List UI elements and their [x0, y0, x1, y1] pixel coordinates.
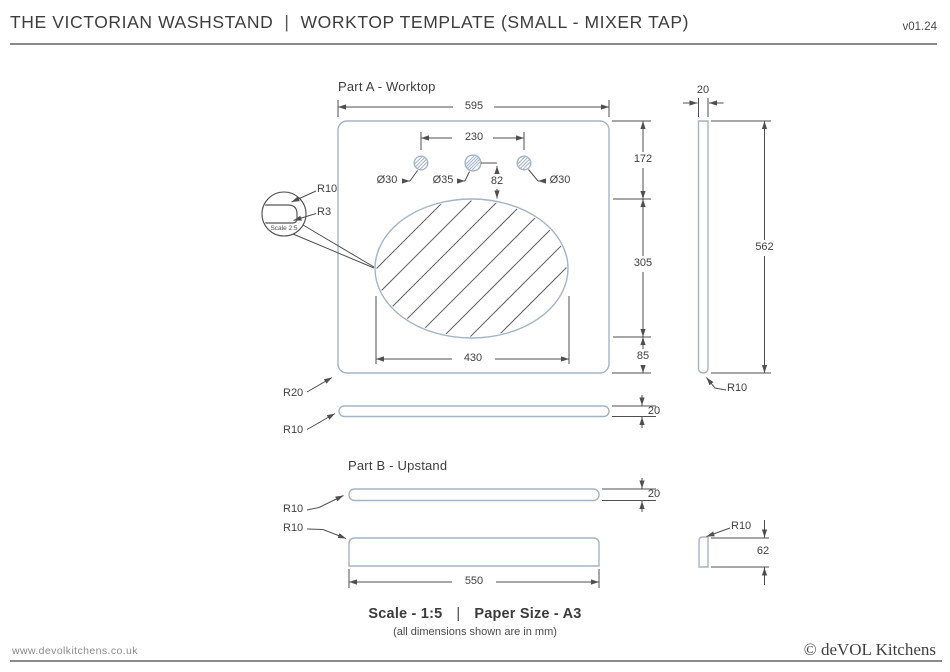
copyright-label: © deVOL Kitchens: [803, 640, 936, 659]
footer-divider-line: [10, 660, 942, 662]
upstand-side-profile: [698, 536, 709, 568]
dim-back-to-sink: 172: [633, 153, 653, 165]
worktop-edge-view: [338, 405, 610, 418]
dim-upstand-length: 550: [464, 575, 484, 587]
dim-sink-depth: 305: [633, 257, 653, 269]
label-profile-bottom-radius: R10: [727, 382, 748, 394]
label-detail-radius-top: R10: [317, 183, 338, 195]
dim-sink-width: 430: [463, 352, 483, 364]
dimension-lines: [291, 98, 771, 588]
label-bar-end-radius: R10: [283, 424, 304, 436]
part-b-title: Part B - Upstand: [348, 458, 448, 473]
dim-sink-to-front: 85: [636, 350, 650, 362]
detail-circle: [261, 191, 307, 237]
label-upstand-profile-radius: R10: [731, 520, 752, 532]
page-title-product: THE VICTORIAN WASHSTAND: [10, 12, 274, 32]
label-upstand-corner-radius: R10: [283, 522, 304, 534]
label-detail-scale: Scale 2:5: [270, 225, 298, 232]
label-detail-radius-bottom: R3: [317, 206, 332, 218]
label-hole-right-diameter: Ø30: [549, 174, 571, 186]
label-corner-radius: R20: [283, 387, 304, 399]
scale-label: Scale - 1:5: [368, 606, 443, 622]
header-divider-line: [10, 43, 937, 45]
dim-hole-spacing: 230: [464, 131, 484, 143]
dim-bar-thickness-b: 20: [647, 488, 661, 500]
dim-upstand-height: 62: [756, 545, 770, 557]
edge-profile-detail: [263, 204, 298, 224]
dim-hole-to-sink: 82: [490, 175, 504, 187]
worktop-side-profile: [697, 120, 709, 374]
page-title-doc: WORKTOP TEMPLATE (SMALL - MIXER TAP): [300, 12, 690, 32]
paper-size-label: Paper Size - A3: [474, 606, 582, 622]
label-hole-middle-diameter: Ø35: [432, 174, 454, 186]
part-a-title: Part A - Worktop: [338, 79, 436, 94]
label-hole-left-diameter: Ø30: [376, 174, 398, 186]
upstand-top-view: [348, 488, 600, 502]
version-label: v01.24: [902, 21, 937, 33]
page-title: THE VICTORIAN WASHSTAND | WORKTOP TEMPLATE…: [10, 12, 689, 33]
dimensions-note: (all dimensions shown are in mm): [393, 626, 557, 638]
dim-bar-thickness-a: 20: [647, 405, 661, 417]
title-divider: |: [284, 12, 290, 32]
upstand-front-view: [348, 537, 600, 567]
dim-worktop-width: 595: [464, 100, 484, 112]
label-upstand-end-radius: R10: [283, 503, 304, 515]
tap-hole-right: [516, 155, 532, 171]
scale-divider: |: [456, 606, 461, 622]
tap-hole-left: [413, 155, 429, 171]
website-link: www.devolkitchens.co.uk: [12, 645, 138, 657]
dim-worktop-thickness: 20: [696, 84, 710, 96]
sheet-scale-info: Scale - 1:5 | Paper Size - A3: [0, 606, 950, 622]
sink-cutout-hatch: [376, 200, 567, 337]
dim-worktop-depth: 562: [755, 241, 774, 253]
